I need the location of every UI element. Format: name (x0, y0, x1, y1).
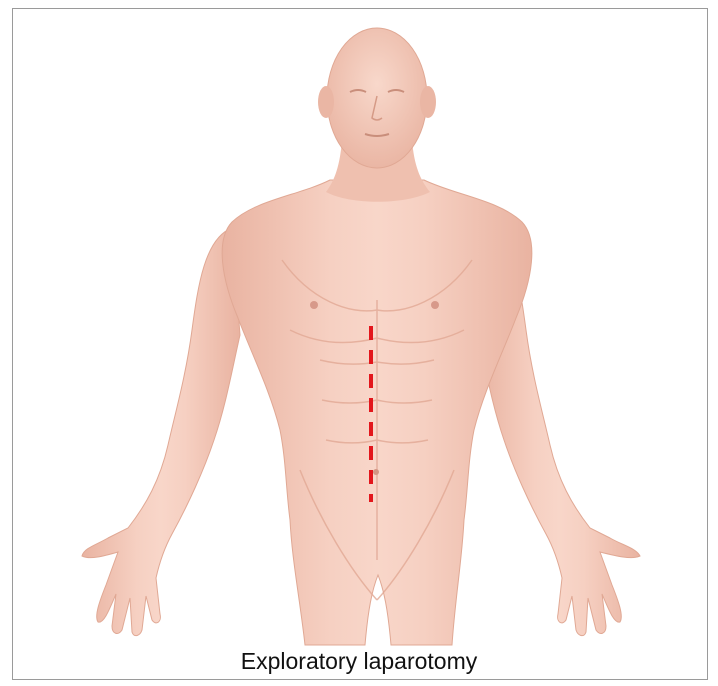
navel (373, 469, 379, 475)
left-nipple (310, 301, 318, 309)
left-arm (82, 228, 240, 636)
figure-caption: Exploratory laparotomy (0, 648, 718, 675)
left-ear (318, 86, 334, 118)
right-ear (420, 86, 436, 118)
right-nipple (431, 301, 439, 309)
